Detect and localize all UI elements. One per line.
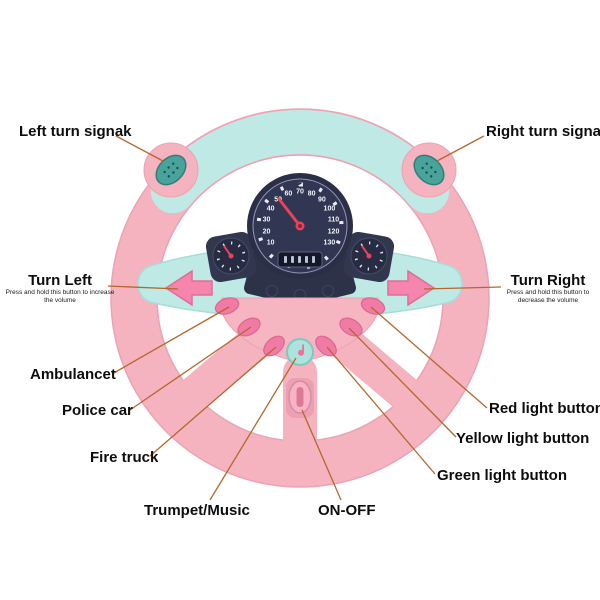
label-red-light: Red light button xyxy=(489,400,600,417)
turn-left-title: Turn Left xyxy=(28,272,92,289)
gauge-tick-label: 90 xyxy=(318,197,326,204)
gauge-tick-label: 10 xyxy=(267,240,275,247)
trumpet-music-button xyxy=(286,338,314,366)
music-note-icon xyxy=(298,344,305,356)
annotation-lines xyxy=(107,135,502,501)
line-on-off xyxy=(301,409,342,501)
yellow-light-button xyxy=(339,317,363,337)
left-mini-dial xyxy=(212,237,250,275)
rim-top-grip xyxy=(150,110,450,214)
label-yellow-light: Yellow light button xyxy=(456,430,590,447)
left-turn-signal-speaker xyxy=(155,154,187,186)
label-fire-truck: Fire truck xyxy=(90,449,159,466)
digital-display xyxy=(277,251,323,268)
gauge-tick-label: 130 xyxy=(324,240,336,247)
label-turn-right: Turn Right Press and hold this button to… xyxy=(498,272,598,305)
speedometer-gauge: 10 20 30 40 50 60 70 80 90 100 110 120 1… xyxy=(247,173,353,279)
line-trumpet-music xyxy=(209,357,297,501)
label-trumpet-music: Trumpet/Music xyxy=(144,502,250,519)
gauge-tick-label: 20 xyxy=(263,228,271,235)
line-fire-truck xyxy=(149,346,277,457)
line-red-light xyxy=(370,306,488,409)
gauge-tick-label: 30 xyxy=(263,217,271,224)
label-left-turn-signal: Left turn signak xyxy=(19,123,132,140)
line-police-car xyxy=(129,326,252,411)
line-ambulance xyxy=(111,306,230,375)
gauge-tick-label: 60 xyxy=(285,191,293,198)
turn-right-title: Turn Right xyxy=(510,272,586,289)
gauge-tick-label: 110 xyxy=(328,217,339,224)
label-turn-left: Turn Left Press and hold this button to … xyxy=(4,272,116,305)
on-off-knob xyxy=(286,378,314,418)
label-green-light: Green light button xyxy=(437,467,567,484)
line-right-turn-signal xyxy=(436,135,485,162)
gauge-tick-label: 120 xyxy=(328,228,340,235)
turn-left-arrow-button xyxy=(164,269,213,307)
red-light-button xyxy=(360,297,386,315)
line-turn-right xyxy=(423,286,502,290)
label-police-car: Police car xyxy=(62,402,133,419)
turn-right-subtitle: Press and hold this button to decrease t… xyxy=(506,289,590,305)
label-on-off: ON-OFF xyxy=(318,502,376,519)
gauge-tick-label: 100 xyxy=(324,206,336,213)
ambulance-button xyxy=(214,297,240,315)
line-left-turn-signal xyxy=(115,135,164,162)
sound-light-buttons xyxy=(214,297,386,357)
fire-truck-button xyxy=(263,335,285,357)
label-right-turn-signal: Right turn signa xyxy=(486,123,600,140)
line-green-light xyxy=(326,346,436,475)
gauge-tick-label: 80 xyxy=(308,191,316,198)
turn-left-subtitle: Press and hold this button to increase t… xyxy=(5,289,115,305)
line-yellow-light xyxy=(348,327,457,438)
turn-right-arrow-button xyxy=(387,269,436,307)
right-mini-dial xyxy=(350,237,388,275)
label-ambulance: Ambulancet xyxy=(30,366,116,383)
gauge-tick-label: 70 xyxy=(296,189,304,196)
gauge-needle xyxy=(277,197,302,228)
gauge-tick-label: 40 xyxy=(267,206,275,213)
line-turn-left xyxy=(107,285,179,290)
